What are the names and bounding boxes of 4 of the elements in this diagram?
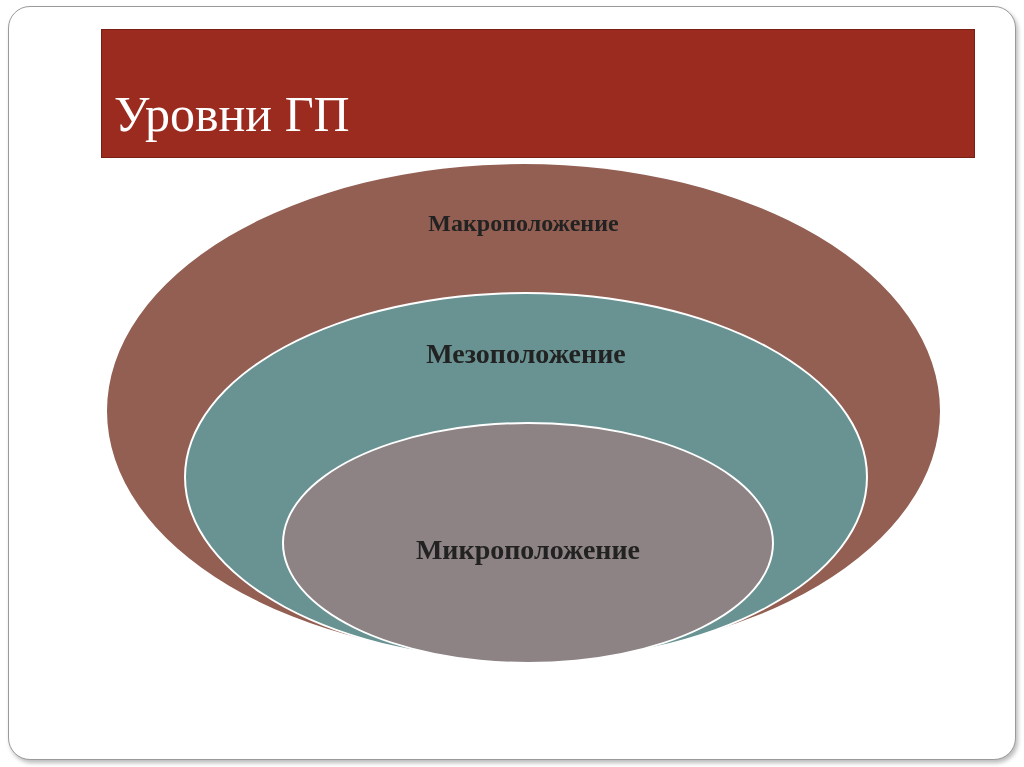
ellipse-label: Мезоположение: [426, 338, 626, 370]
ellipse-label: Микроположение: [415, 534, 641, 566]
slide-title: Уровни ГП: [114, 86, 350, 142]
ellipse-label: Макроположение: [428, 210, 619, 237]
